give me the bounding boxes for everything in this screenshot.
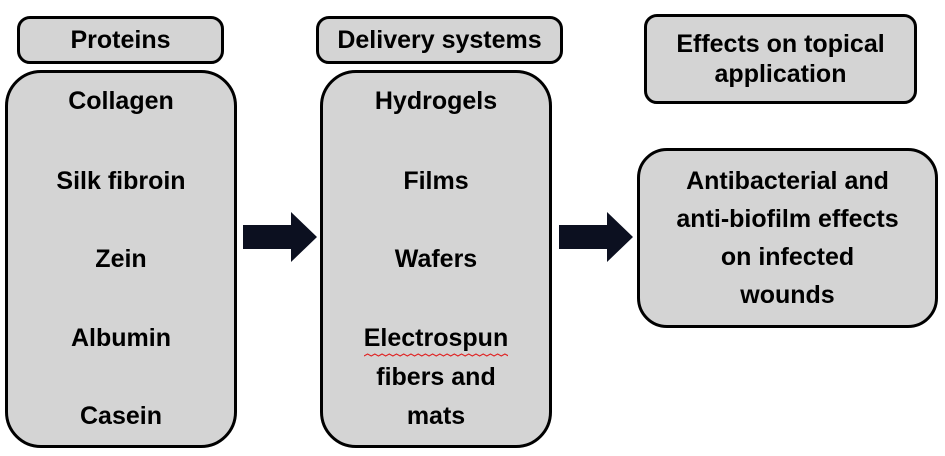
delivery-systems-header: Delivery systems — [316, 16, 563, 64]
proteins-header-label: Proteins — [70, 26, 171, 54]
effect-item-line: Antibacterial and — [686, 167, 889, 195]
effect-item-line: wounds — [740, 281, 835, 309]
spellcheck-word: Electrospun — [363, 324, 509, 357]
proteins-header: Proteins — [17, 16, 224, 64]
effects-header-line: Effects on topical — [676, 30, 885, 58]
delivery-system-item-line: mats — [406, 402, 466, 430]
right-arrow-icon — [243, 212, 317, 262]
delivery-systems-header-label: Delivery systems — [337, 26, 542, 54]
delivery-system-item: Films — [403, 167, 469, 195]
effects-header: Effects on topical application — [644, 14, 917, 104]
delivery-system-item: Hydrogels — [374, 87, 498, 115]
protein-item: Silk fibroin — [56, 167, 186, 195]
delivery-systems-box: Hydrogels Films Wafers Electrospun fiber… — [320, 70, 552, 448]
delivery-system-item-line: Electrospun — [323, 324, 549, 357]
protein-item: Collagen — [68, 87, 174, 115]
effects-box: Antibacterial and anti-biofilm effects o… — [637, 148, 938, 328]
right-arrow-icon — [559, 212, 633, 262]
delivery-system-item: Wafers — [394, 245, 478, 273]
effects-header-line: application — [714, 60, 847, 88]
spellcheck-underline-icon — [363, 353, 509, 357]
effect-item-line: anti-biofilm effects — [676, 205, 899, 233]
effect-item-line: on infected — [720, 243, 855, 271]
proteins-box: Collagen Silk fibroin Zein Albumin Casei… — [5, 70, 237, 448]
delivery-system-item-text: Electrospun — [363, 324, 509, 352]
delivery-system-item-line: fibers and — [376, 363, 496, 391]
protein-item: Zein — [95, 245, 147, 273]
protein-item: Albumin — [71, 324, 171, 352]
protein-item: Casein — [80, 402, 162, 430]
